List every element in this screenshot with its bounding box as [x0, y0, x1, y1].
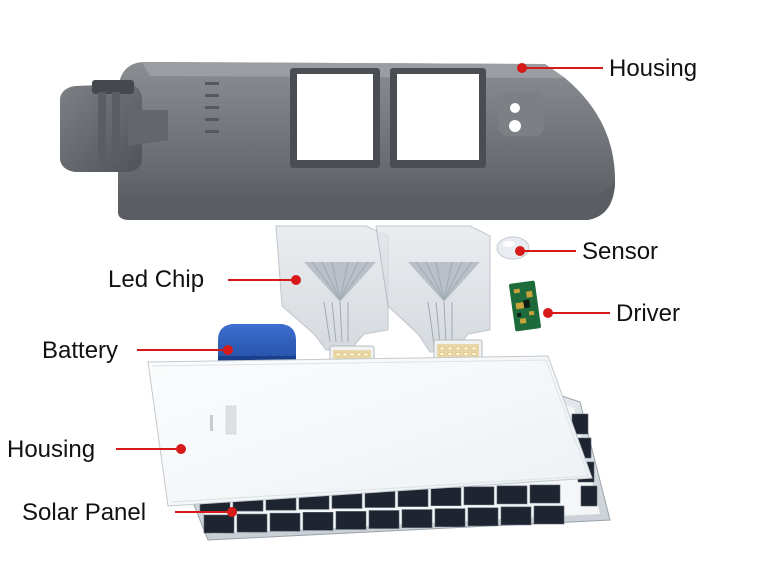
led-dot	[439, 352, 445, 356]
led-dot	[463, 346, 469, 351]
solar-cell	[467, 507, 499, 527]
led-dot	[335, 352, 341, 357]
led-dot	[447, 352, 453, 356]
leader-dot-driver	[543, 308, 553, 318]
label-housing-bottom: Housing	[7, 436, 96, 463]
solar-cell	[430, 487, 462, 507]
solar-cell	[529, 484, 561, 504]
led-dot	[447, 346, 453, 351]
led-dot	[463, 352, 469, 356]
leader-dot-solar-panel	[227, 507, 237, 517]
solar-cell	[463, 486, 495, 506]
leader-dot-housing-top	[517, 63, 527, 73]
led-dot	[349, 352, 355, 357]
label-battery: Battery	[42, 337, 119, 364]
solar-cell	[335, 511, 367, 530]
leader-lines	[116, 63, 610, 517]
leader-dot-led-chip	[291, 275, 301, 285]
led-dot	[471, 346, 477, 351]
sensor-dome	[496, 236, 530, 260]
solar-cell	[401, 509, 433, 528]
led-dot	[356, 352, 362, 357]
led-dot	[455, 346, 461, 351]
solar-cell	[434, 508, 466, 528]
solar-cell	[368, 510, 400, 529]
label-housing-top: Housing	[609, 55, 698, 82]
label-solar-panel: Solar Panel	[22, 499, 147, 526]
leader-dot-battery	[223, 345, 233, 355]
solar-cell	[580, 485, 598, 507]
label-driver: Driver	[616, 300, 680, 327]
top-housing	[60, 62, 615, 220]
led-dot	[455, 352, 461, 356]
label-sensor: Sensor	[582, 238, 659, 265]
label-led-chip: Led Chip	[108, 266, 205, 293]
solar-cell	[302, 511, 334, 531]
solar-cell	[533, 505, 565, 525]
solar-cell	[397, 488, 429, 507]
solar-cell	[203, 514, 235, 534]
led-dot	[363, 352, 369, 357]
leader-dot-housing-bottom	[176, 444, 186, 454]
bottom-housing-sheet	[147, 355, 593, 507]
solar-cell	[236, 513, 268, 533]
led-dot	[471, 352, 477, 356]
solar-cell	[496, 485, 528, 505]
leader-dot-sensor	[515, 246, 525, 256]
led-dot	[439, 346, 445, 351]
solar-cell	[269, 512, 301, 532]
driver-board	[509, 280, 541, 332]
solar-cell	[500, 506, 532, 526]
led-dot	[342, 352, 348, 357]
led-chip-trays	[275, 225, 491, 353]
